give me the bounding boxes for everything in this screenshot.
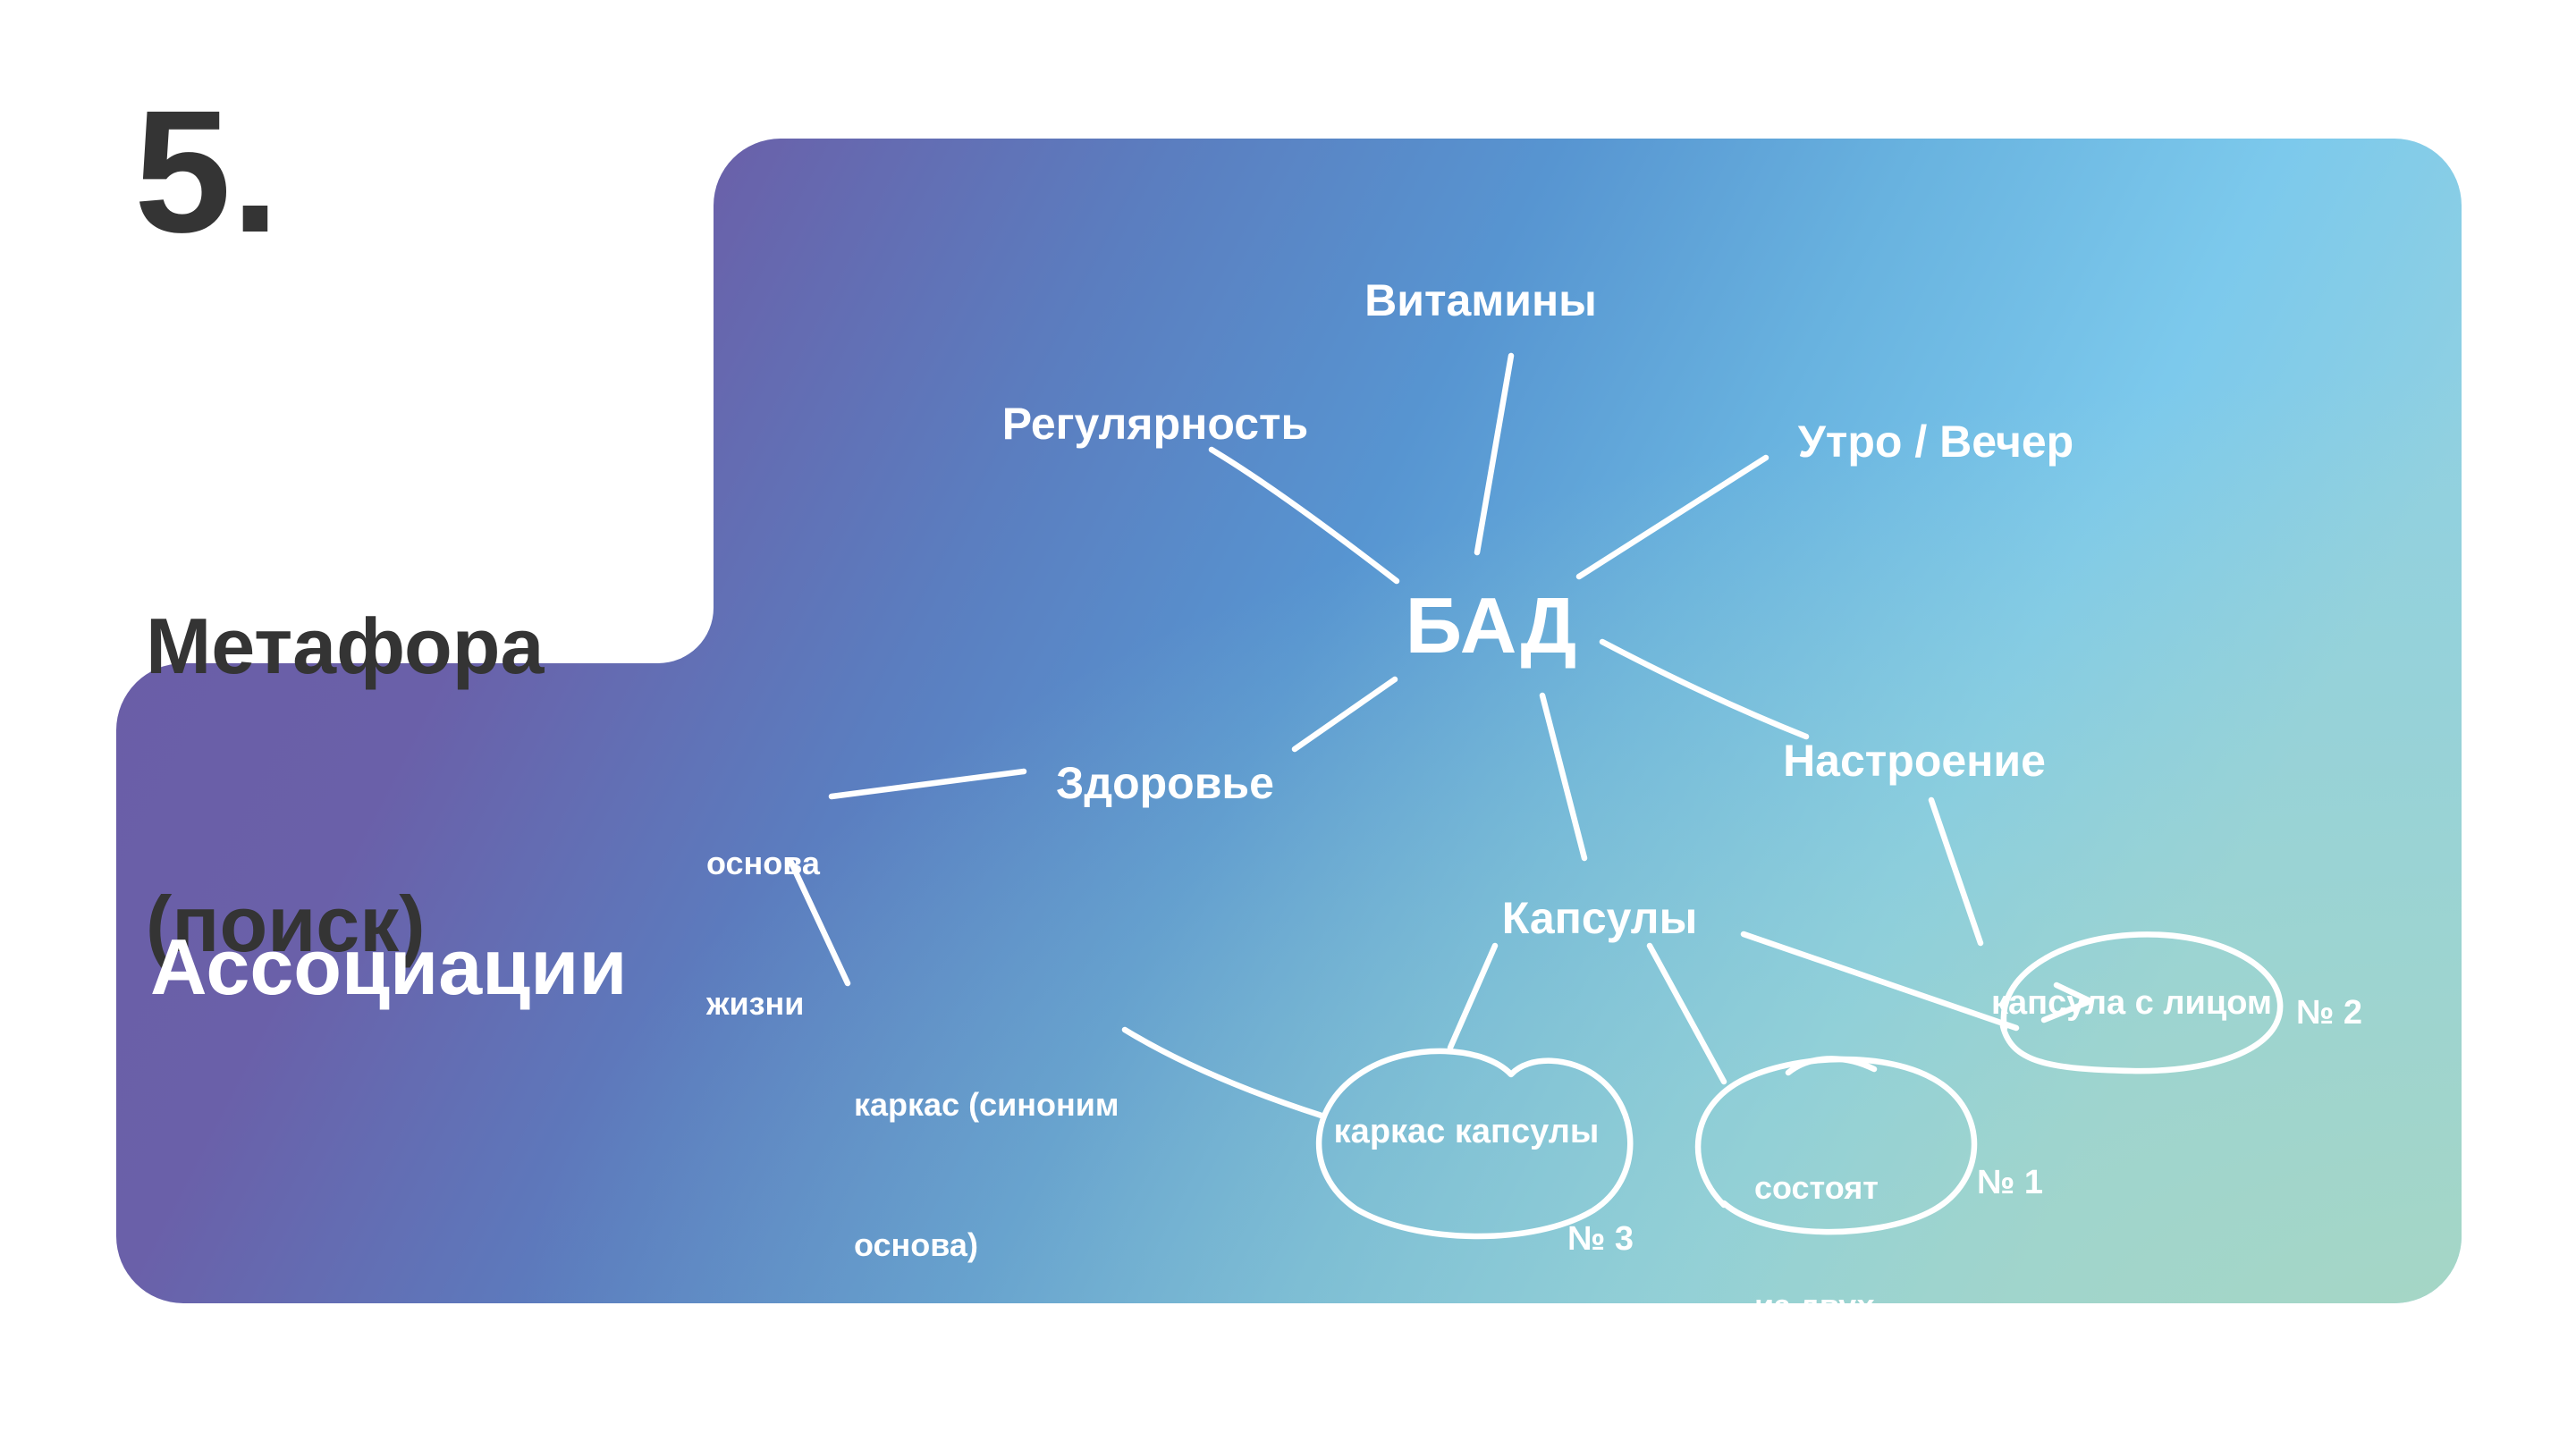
slide-title: Метафора (поиск): [146, 414, 544, 1157]
edge-bad-mood: [1599, 638, 1810, 740]
node-morning-evening: Утро / Вечер: [1797, 417, 2074, 467]
note-two-halves-line1: состоят: [1754, 1168, 1879, 1206]
edge-frame-capsuleframe: [1121, 1026, 1325, 1119]
edge-capsules-twohalves: [1646, 942, 1727, 1085]
edge-bad-morning-evening: [1575, 454, 1769, 580]
edge-bad-health: [1291, 676, 1398, 753]
node-capsules: Капсулы: [1501, 893, 1698, 943]
slide-title-line1: Метафора: [146, 601, 545, 690]
node-vitamins: Витамины: [1364, 275, 1597, 325]
edge-lifebasis-frame: [787, 857, 851, 987]
edge-bad-regularity: [1208, 446, 1400, 585]
slide-number: 5.: [134, 74, 280, 269]
badge-n1: № 1: [1976, 1164, 2044, 1201]
note-capsule-face: капсула с лицом: [1990, 984, 2273, 1022]
slide-title-line2: (поиск): [146, 880, 426, 969]
badge-n3: № 3: [1567, 1220, 1634, 1258]
note-two-halves-line2: из двух: [1754, 1287, 1875, 1325]
edge-capsules-capsuleface: [1740, 931, 2020, 1032]
blob-capsule-frame: [1315, 1048, 1634, 1240]
edge-bad-capsules: [1539, 692, 1588, 862]
note-frame-synonym: каркас (синоним основа): [854, 989, 1119, 1362]
node-health: Здоровье: [1056, 758, 1274, 808]
node-mood: Настроение: [1783, 736, 2046, 786]
note-frame-synonym-line2: основа): [854, 1226, 978, 1263]
ellipse-two-halves: [1694, 1056, 1978, 1235]
note-life-basis: основа жизни: [706, 747, 820, 1121]
arrowhead-capsule-face: [2040, 981, 2094, 1024]
note-life-basis-line1: основа: [706, 845, 820, 882]
ellipse-capsule-face: [1999, 931, 2284, 1074]
note-two-halves-line3: половинок: [1754, 1406, 1928, 1444]
gradient-panel-green-tint: [116, 139, 2462, 1303]
badge-n2: № 2: [2295, 994, 2363, 1032]
note-capsule-frame: каркас капсулы: [1333, 1113, 1600, 1150]
edge-lifebasis-health: [828, 768, 1027, 800]
node-regularity: Регулярность: [1001, 399, 1309, 449]
note-two-halves: состоят из двух половинок: [1754, 1089, 1927, 1449]
edge-mood-capsuleface: [1928, 796, 1984, 947]
note-life-basis-line2: жизни: [706, 984, 805, 1022]
section-label: Ассоциации: [150, 922, 628, 1011]
edge-bad-vitamins: [1474, 352, 1515, 556]
ellipse-two-halves-start-flick: [1785, 1056, 1878, 1076]
node-bad: БАД: [1405, 581, 1578, 670]
note-frame-synonym-line1: каркас (синоним: [854, 1086, 1119, 1124]
edge-capsules-capsuleframe: [1447, 942, 1499, 1051]
